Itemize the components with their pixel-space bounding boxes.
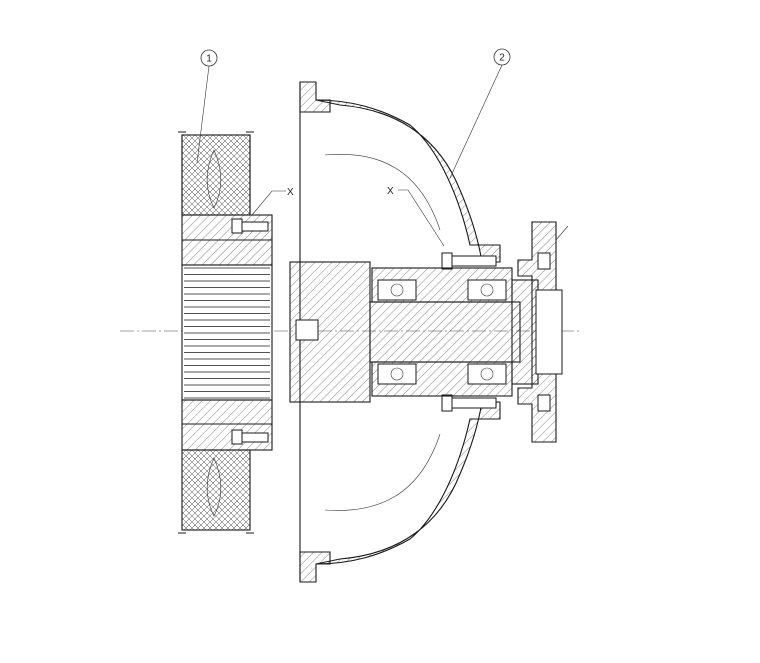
callout-1-label: 1 <box>206 54 212 65</box>
callout-2-label: 2 <box>499 53 505 64</box>
pulley <box>178 131 273 534</box>
spline-teeth <box>184 267 270 399</box>
marker-x-pulley: X <box>251 187 294 216</box>
callout-2: 2 <box>449 48 511 179</box>
marker-x-pulley-label: X <box>287 187 294 198</box>
marker-x-housing-label: X <box>387 186 394 197</box>
spline-bore <box>181 264 273 401</box>
output-flange <box>517 221 569 443</box>
callout-1: 1 <box>196 49 218 164</box>
marker-x-housing: X <box>387 186 445 247</box>
shaft-assembly <box>289 261 539 403</box>
housing <box>299 81 501 583</box>
